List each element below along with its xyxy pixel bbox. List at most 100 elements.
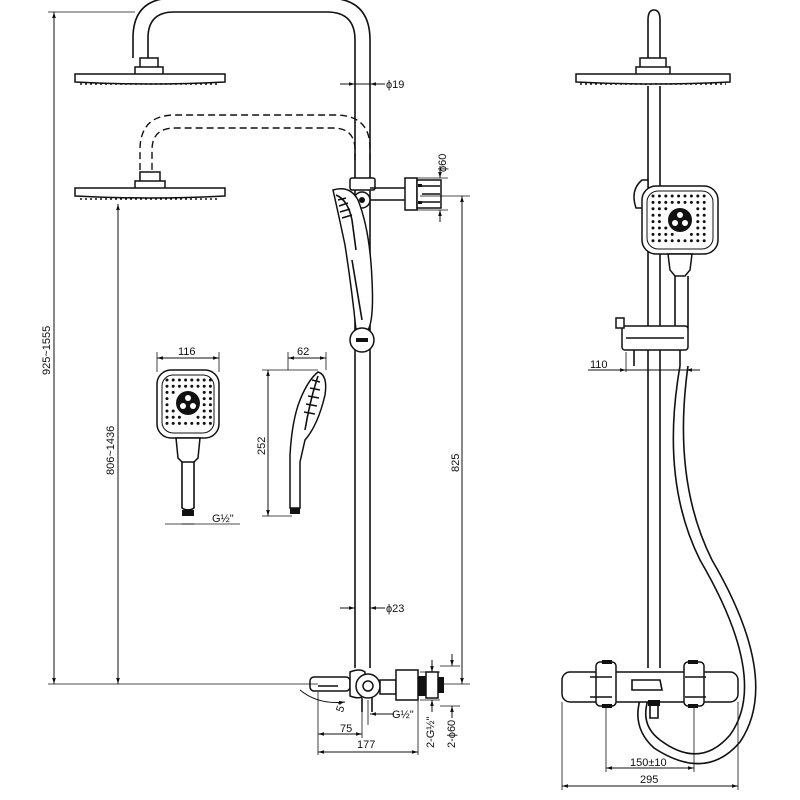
handset-width: 116: [178, 346, 196, 358]
nozzle-dot: [702, 207, 706, 211]
nozzle-dot: [165, 384, 169, 388]
nozzle-dot: [190, 378, 194, 382]
nozzle-dot: [202, 384, 206, 388]
handset-thread: G½": [212, 513, 234, 525]
bracket-diameter: ϕ60: [437, 154, 449, 172]
nozzle-dot: [202, 415, 206, 419]
nozzle-dot: [171, 378, 175, 382]
nozzle-dot: [683, 194, 687, 198]
nozzle-dot: [202, 421, 206, 425]
nozzle-dot: [696, 220, 700, 224]
spout-offset: 75: [340, 723, 352, 735]
nozzle-dot: [677, 239, 681, 243]
thermostat-valve-side: [309, 669, 444, 712]
nozzle-dot: [689, 232, 693, 236]
nozzle-dot: [177, 421, 181, 425]
handset-depth: 62: [297, 346, 309, 358]
upper-riser-pipe: [132, 0, 371, 185]
nozzle-dot: [657, 226, 661, 230]
nozzle-dot: [664, 200, 668, 204]
nozzle-dot: [171, 384, 175, 388]
nozzle-dot: [657, 200, 661, 204]
nozzle-dot: [165, 403, 169, 407]
nozzle-dot: [165, 409, 169, 413]
handset-side-dimensions: 62 252: [256, 346, 327, 517]
nozzle-dot: [202, 403, 206, 407]
front-view-dimensions: 110 150±10 295: [561, 352, 739, 790]
nozzle-dot: [202, 409, 206, 413]
pipe-upper-diameter: ϕ19: [386, 79, 404, 91]
nozzle-dot: [689, 200, 693, 204]
nozzle-dot: [171, 409, 175, 413]
side-view-dimensions: ϕ19 ϕ23 ϕ60 925~1555 806~1436 825: [41, 11, 470, 755]
nozzle-dot: [696, 194, 700, 198]
nozzle-dot: [657, 207, 661, 211]
nozzle-dot: [670, 232, 674, 236]
nozzle-dot: [657, 194, 661, 198]
spray-nozzles: [165, 378, 212, 425]
nozzle-dot: [184, 421, 188, 425]
nozzle-dot: [702, 232, 706, 236]
nozzle-dot: [190, 384, 194, 388]
nozzle-dot: [702, 226, 706, 230]
tilt-angle-label: 5°: [334, 700, 349, 714]
nozzle-dot: [208, 397, 212, 401]
handset-side-detail: [289, 371, 327, 514]
nozzle-dot: [196, 378, 200, 382]
nozzle-dot: [651, 239, 655, 243]
nozzle-dot: [165, 421, 169, 425]
nozzle-dot: [657, 213, 661, 217]
nozzle-dot: [208, 415, 212, 419]
nozzle-dot: [651, 194, 655, 198]
tilt-angle-marker: 5°: [299, 689, 349, 714]
nozzle-dot: [683, 200, 687, 204]
nozzle-dot: [696, 207, 700, 211]
nozzle-dot: [177, 384, 181, 388]
nozzle-dot: [171, 415, 175, 419]
nozzle-dot: [664, 239, 668, 243]
nozzle-dot: [651, 200, 655, 204]
nozzle-dot: [177, 378, 181, 382]
inlet-diameter-count: 2-ϕ60: [446, 720, 458, 748]
nozzle-dot: [702, 200, 706, 204]
nozzle-dot: [696, 200, 700, 204]
nozzle-dot: [171, 421, 175, 425]
handheld-height: 825: [450, 454, 462, 472]
nozzle-dot: [208, 378, 212, 382]
nozzle-dot: [670, 239, 674, 243]
handset-length: 252: [256, 437, 268, 455]
nozzle-dot: [196, 384, 200, 388]
nozzle-dot: [689, 239, 693, 243]
overhead-shower-head-lower: [74, 114, 371, 200]
nozzle-dot: [190, 421, 194, 425]
nozzle-dot: [696, 232, 700, 236]
nozzle-dot: [196, 421, 200, 425]
nozzle-dot: [702, 239, 706, 243]
nozzle-dot: [165, 397, 169, 401]
nozzle-dot: [696, 213, 700, 217]
nozzle-dot: [208, 384, 212, 388]
nozzle-dot: [702, 194, 706, 198]
center-distance: 150±10: [630, 757, 667, 769]
nozzle-dot: [184, 384, 188, 388]
nozzle-dot: [651, 207, 655, 211]
overhead-shower-head-upper: [74, 57, 226, 85]
nozzle-dot: [677, 200, 681, 204]
nozzle-dot: [677, 194, 681, 198]
nozzle-dot: [202, 397, 206, 401]
head-height: 806~1436: [105, 426, 117, 475]
nozzle-dot: [651, 220, 655, 224]
nozzle-dot: [683, 239, 687, 243]
nozzle-dot: [208, 390, 212, 394]
nozzle-dot: [670, 194, 674, 198]
nozzle-dot: [208, 403, 212, 407]
spray-nozzles: [651, 194, 706, 243]
overall-width: 295: [640, 774, 658, 786]
nozzle-dot: [196, 415, 200, 419]
nozzle-dot: [664, 194, 668, 198]
nozzle-dot: [208, 421, 212, 425]
nozzle-dot: [664, 232, 668, 236]
nozzle-dot: [696, 239, 700, 243]
nozzle-dot: [165, 390, 169, 394]
